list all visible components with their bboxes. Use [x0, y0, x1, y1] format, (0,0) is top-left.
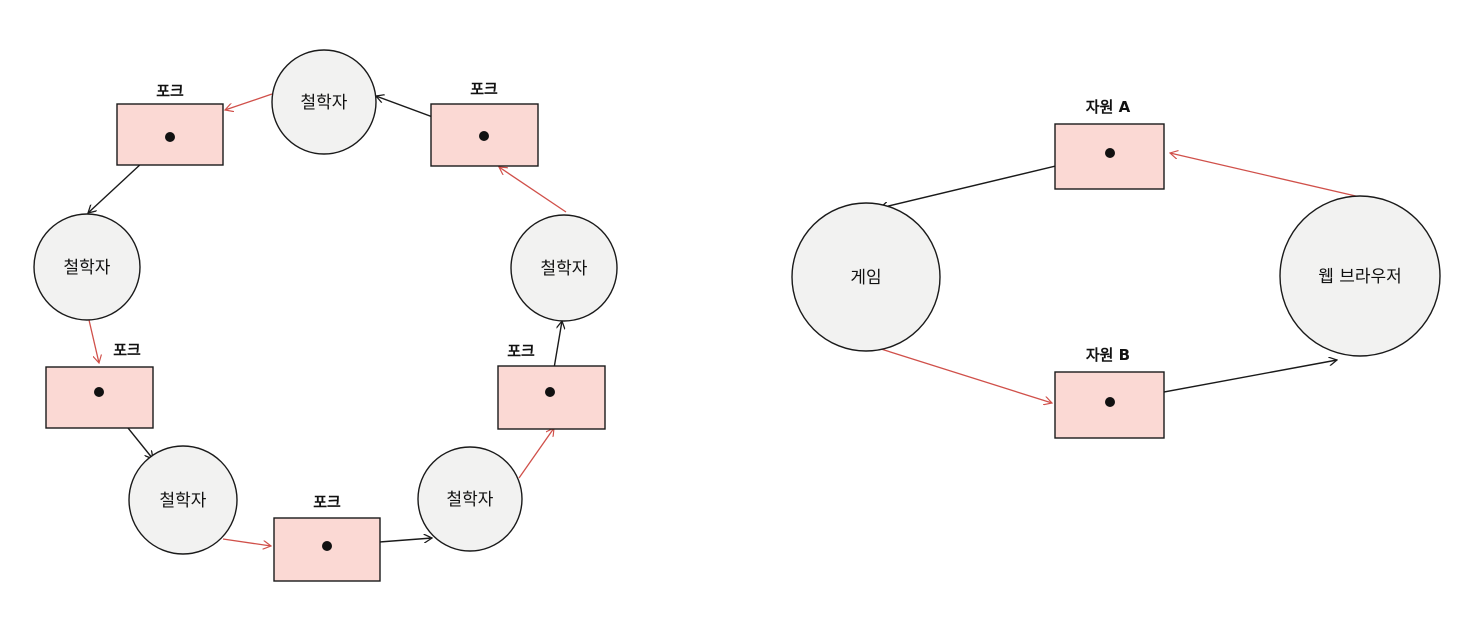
fork-node-1: 포크 [116, 82, 224, 166]
resource-node-b: 자원 B [1054, 346, 1165, 439]
fork-node-3: 포크 [273, 493, 381, 582]
fork-dot [479, 131, 489, 141]
fork-node-5: 포크 [430, 80, 539, 167]
fork-node-2: 포크 [45, 341, 154, 429]
process-node-browser: 웹 브라우저 [1279, 195, 1441, 357]
fork-label: 포크 [156, 82, 184, 100]
philosopher-node-4: 철학자 [417, 446, 523, 552]
fork-dot [165, 132, 175, 142]
fork-label: 포크 [113, 341, 141, 359]
resource-node-a: 자원 A [1054, 98, 1165, 190]
philosopher-node-5: 철학자 [510, 214, 618, 322]
philosopher-node-3: 철학자 [128, 445, 238, 555]
fork-label: 포크 [470, 80, 498, 98]
fork-dot [94, 387, 104, 397]
edge-p2-to-fork2 [88, 319, 99, 363]
fork-node-4: 포크 [497, 342, 606, 430]
resource-dot [1105, 148, 1115, 158]
philosopher-label: 철학자 [64, 258, 111, 278]
edge-p4-to-fork4 [518, 428, 554, 479]
process-label: 웹 브라우저 [1318, 267, 1402, 287]
philosopher-label: 철학자 [160, 491, 207, 511]
philosopher-node-1: 철학자 [271, 49, 377, 155]
edge-p1-to-fork1 [225, 93, 273, 110]
edge-p5-to-fork5 [499, 167, 567, 213]
fork-dot [545, 387, 555, 397]
dining-philosophers-diagram: 철학자 철학자 철학자 철학자 철학자 포크 포크 [33, 49, 618, 582]
philosopher-label: 철학자 [447, 490, 494, 510]
fork-label: 포크 [507, 342, 535, 360]
resource-label: 자원 A [1086, 98, 1131, 116]
edge-browser-to-resourceA [1170, 153, 1361, 198]
edge-p3-to-fork3 [222, 538, 271, 546]
fork-dot [322, 541, 332, 551]
fork-label: 포크 [313, 493, 341, 511]
philosopher-label: 철학자 [541, 259, 588, 279]
philosopher-label: 철학자 [301, 93, 348, 113]
process-label: 게임 [850, 268, 881, 288]
resource-label: 자원 B [1086, 346, 1130, 364]
philosopher-node-2: 철학자 [33, 213, 141, 321]
edge-game-to-resourceB [861, 342, 1052, 403]
process-resource-deadlock-diagram: 게임 웹 브라우저 자원 A 자원 B [791, 98, 1441, 439]
resource-dot [1105, 397, 1115, 407]
process-node-game: 게임 [791, 202, 941, 352]
